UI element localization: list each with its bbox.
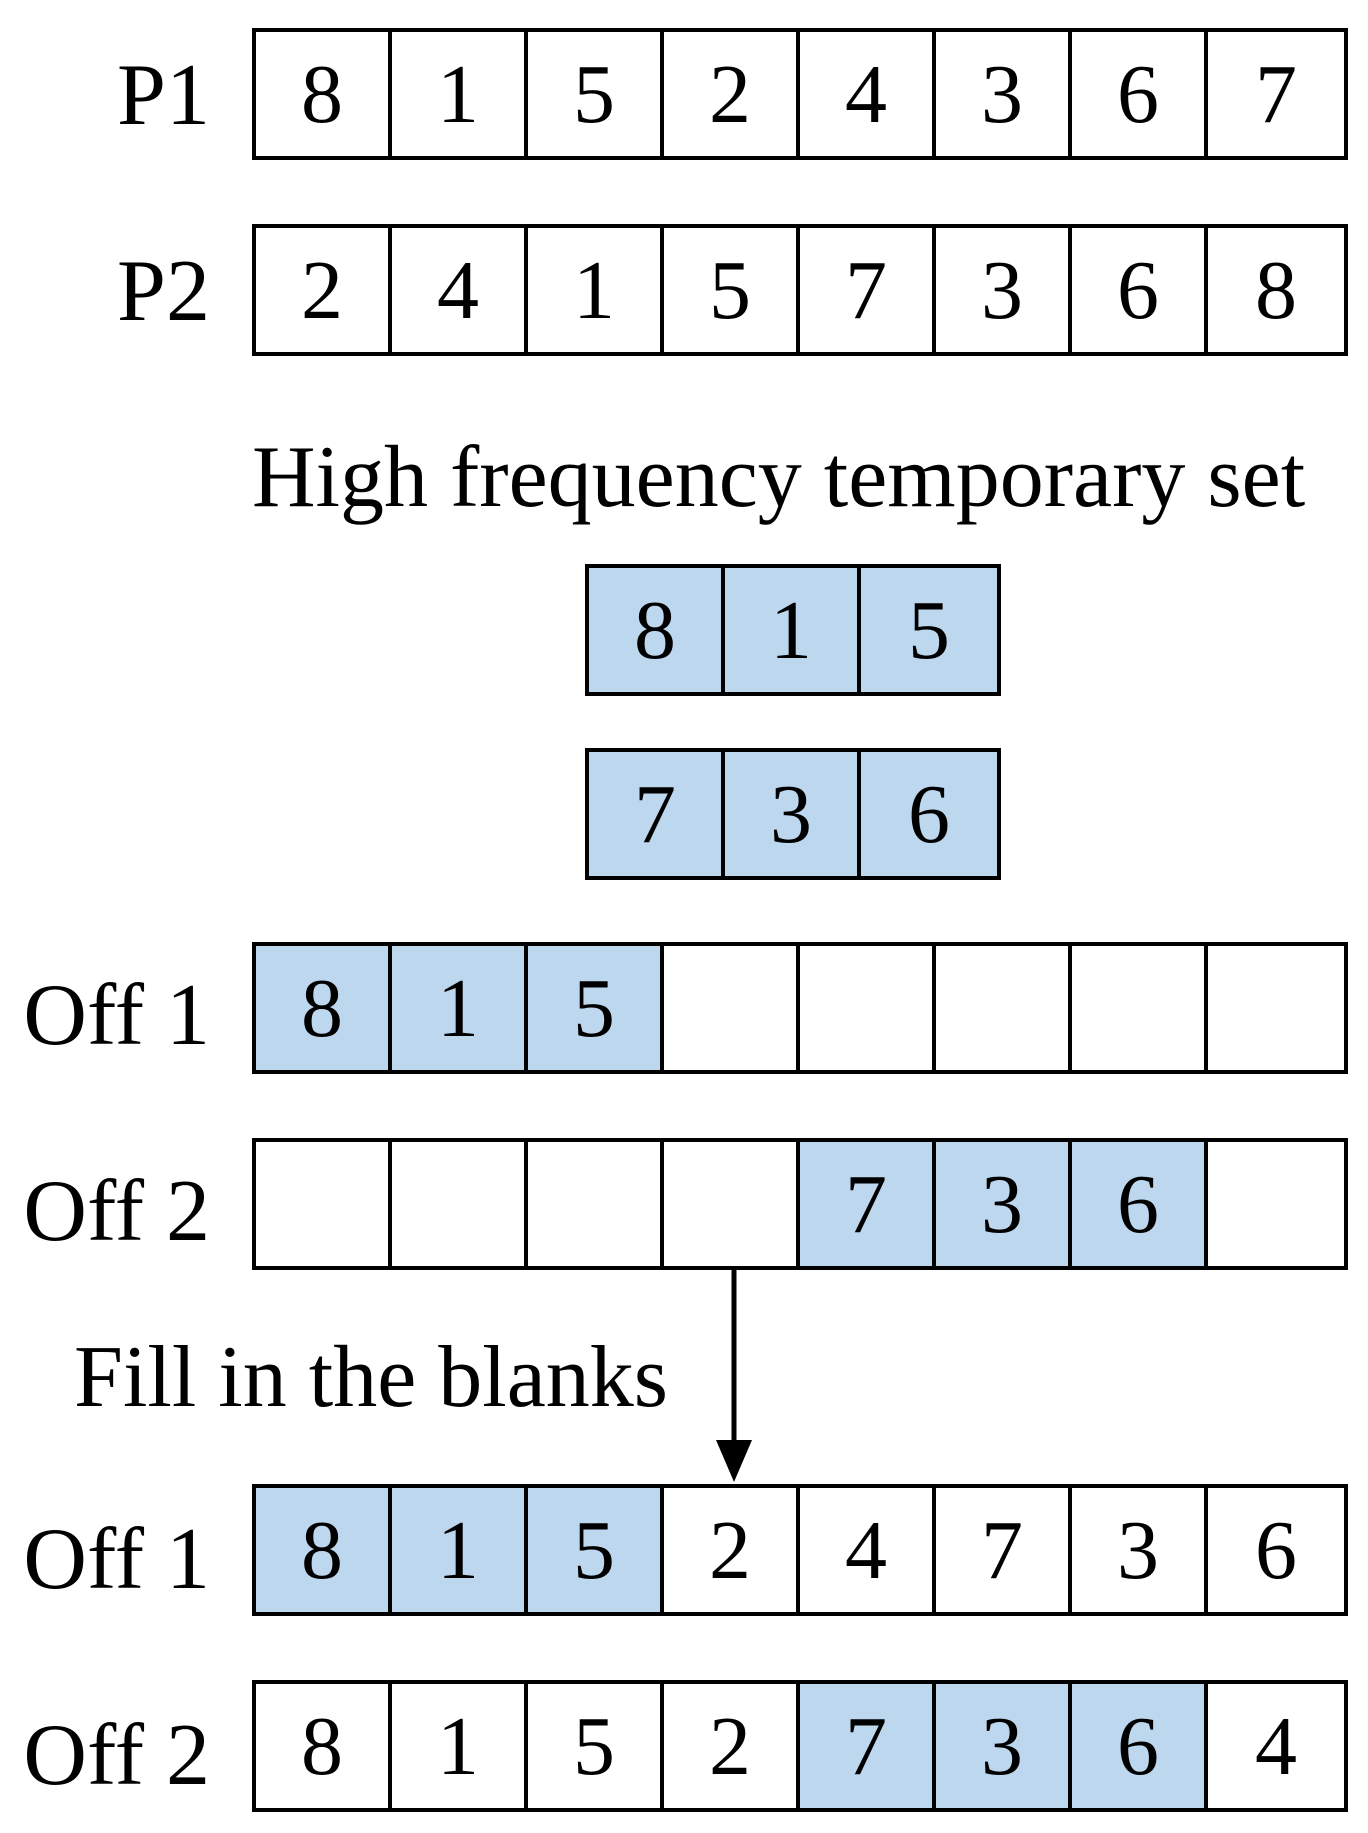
- off1-initial-cell-2: 1: [392, 946, 528, 1070]
- p1-cell-6: 3: [936, 32, 1072, 156]
- off1-initial-cell-5: [800, 946, 936, 1070]
- off2-initial-cell-2: [392, 1142, 528, 1266]
- off2-initial-cell-5: 7: [800, 1142, 936, 1266]
- off1-initial-cell-3: 5: [528, 946, 664, 1070]
- row-label-off1-final: Off 1: [23, 1511, 210, 1608]
- off2-initial-cell-8: [1208, 1142, 1344, 1266]
- temp-set-2-cell-2: 3: [725, 752, 861, 876]
- off2-final-cell-4: 2: [664, 1684, 800, 1808]
- off2-initial-cell-7: 6: [1072, 1142, 1208, 1266]
- off2-final-cell-6: 3: [936, 1684, 1072, 1808]
- off1-initial-cell-7: [1072, 946, 1208, 1070]
- off1-initial-cell-4: [664, 946, 800, 1070]
- off1-final-cell-2: 1: [392, 1488, 528, 1612]
- p2-cell-1: 2: [256, 228, 392, 352]
- fill-arrow-head: [716, 1440, 752, 1482]
- p1-cell-3: 5: [528, 32, 664, 156]
- p1-cell-5: 4: [800, 32, 936, 156]
- off1-final-cell-8: 6: [1208, 1488, 1344, 1612]
- off2-final-cell-1: 8: [256, 1684, 392, 1808]
- p1-cell-1: 8: [256, 32, 392, 156]
- off1-final-cell-4: 2: [664, 1488, 800, 1612]
- off1-final-cell-7: 3: [1072, 1488, 1208, 1612]
- off2-final-cell-3: 5: [528, 1684, 664, 1808]
- p1-cell-4: 2: [664, 32, 800, 156]
- p2-cell-6: 3: [936, 228, 1072, 352]
- temp-set-2-cell-3: 6: [861, 752, 997, 876]
- off2-initial-cell-3: [528, 1142, 664, 1266]
- temp-set-2-cell-1: 7: [589, 752, 725, 876]
- p2-cell-8: 8: [1208, 228, 1344, 352]
- off2-initial-cell-6: 3: [936, 1142, 1072, 1266]
- p1-cell-2: 1: [392, 32, 528, 156]
- off2-final-cell-8: 4: [1208, 1684, 1344, 1808]
- temp-set-title: High frequency temporary set: [252, 429, 1306, 526]
- off1-final-cell-5: 4: [800, 1488, 936, 1612]
- temp-set-1-cell-3: 5: [861, 568, 997, 692]
- off2-initial-cell-4: [664, 1142, 800, 1266]
- off2-final-cell-7: 6: [1072, 1684, 1208, 1808]
- off2-final-cell-2: 1: [392, 1684, 528, 1808]
- off1-initial-cell-8: [1208, 946, 1344, 1070]
- p2-cell-5: 7: [800, 228, 936, 352]
- p2-cell-4: 5: [664, 228, 800, 352]
- off1-final-cell-6: 7: [936, 1488, 1072, 1612]
- off1-final-cell-1: 8: [256, 1488, 392, 1612]
- off1-final-cell-3: 5: [528, 1488, 664, 1612]
- p2-cell-7: 6: [1072, 228, 1208, 352]
- p2-cell-3: 1: [528, 228, 664, 352]
- temp-set-1-cell-1: 8: [589, 568, 725, 692]
- temp-set-1-cell-2: 1: [725, 568, 861, 692]
- p1-cell-8: 7: [1208, 32, 1344, 156]
- row-label-off2-initial: Off 2: [23, 1163, 210, 1260]
- off2-initial-cell-1: [256, 1142, 392, 1266]
- row-label-p1: P1: [117, 47, 210, 144]
- fill-step-label: Fill in the blanks: [74, 1329, 668, 1426]
- p1-cell-7: 6: [1072, 32, 1208, 156]
- row-label-off2-final: Off 2: [23, 1707, 210, 1804]
- off2-final-cell-5: 7: [800, 1684, 936, 1808]
- off1-initial-cell-6: [936, 946, 1072, 1070]
- p2-cell-2: 4: [392, 228, 528, 352]
- row-label-off1-initial: Off 1: [23, 967, 210, 1064]
- off1-initial-cell-1: 8: [256, 946, 392, 1070]
- row-label-p2: P2: [117, 243, 210, 340]
